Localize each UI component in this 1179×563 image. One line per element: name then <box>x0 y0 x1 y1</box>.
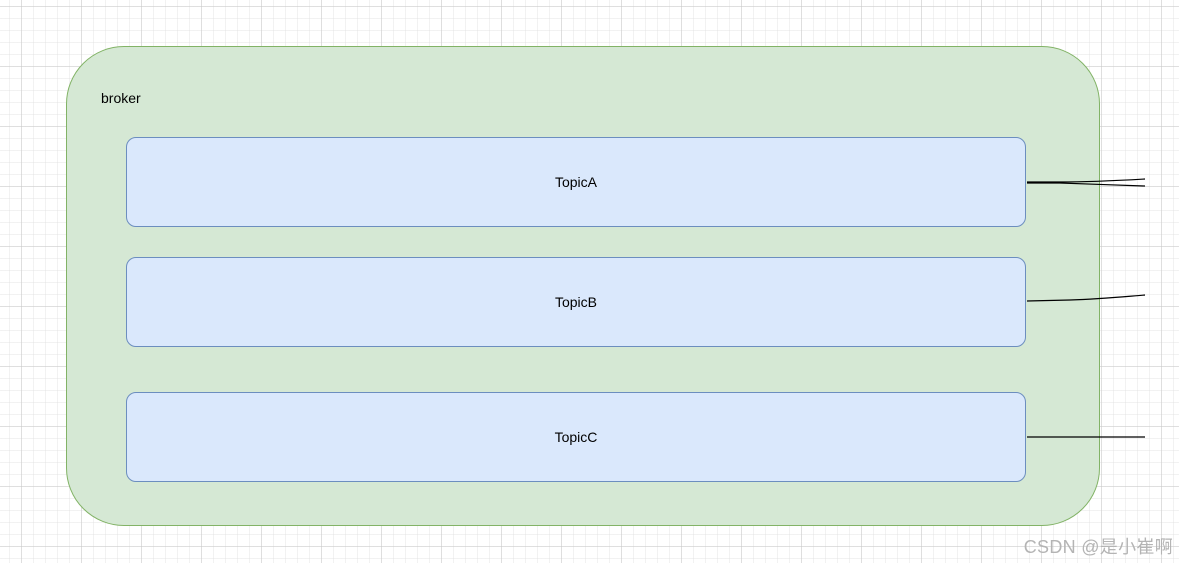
topic-a-box[interactable]: TopicA <box>126 137 1026 227</box>
topic-b-connector[interactable] <box>1026 294 1146 302</box>
topic-a-connector-upper[interactable] <box>1027 178 1146 183</box>
topic-c-box[interactable]: TopicC <box>126 392 1026 482</box>
csdn-watermark: CSDN @是小崔啊 <box>1023 537 1173 557</box>
broker-label: broker <box>101 90 141 106</box>
topic-a-connector-lower[interactable] <box>1027 182 1146 187</box>
topic-b-box[interactable]: TopicB <box>126 257 1026 347</box>
